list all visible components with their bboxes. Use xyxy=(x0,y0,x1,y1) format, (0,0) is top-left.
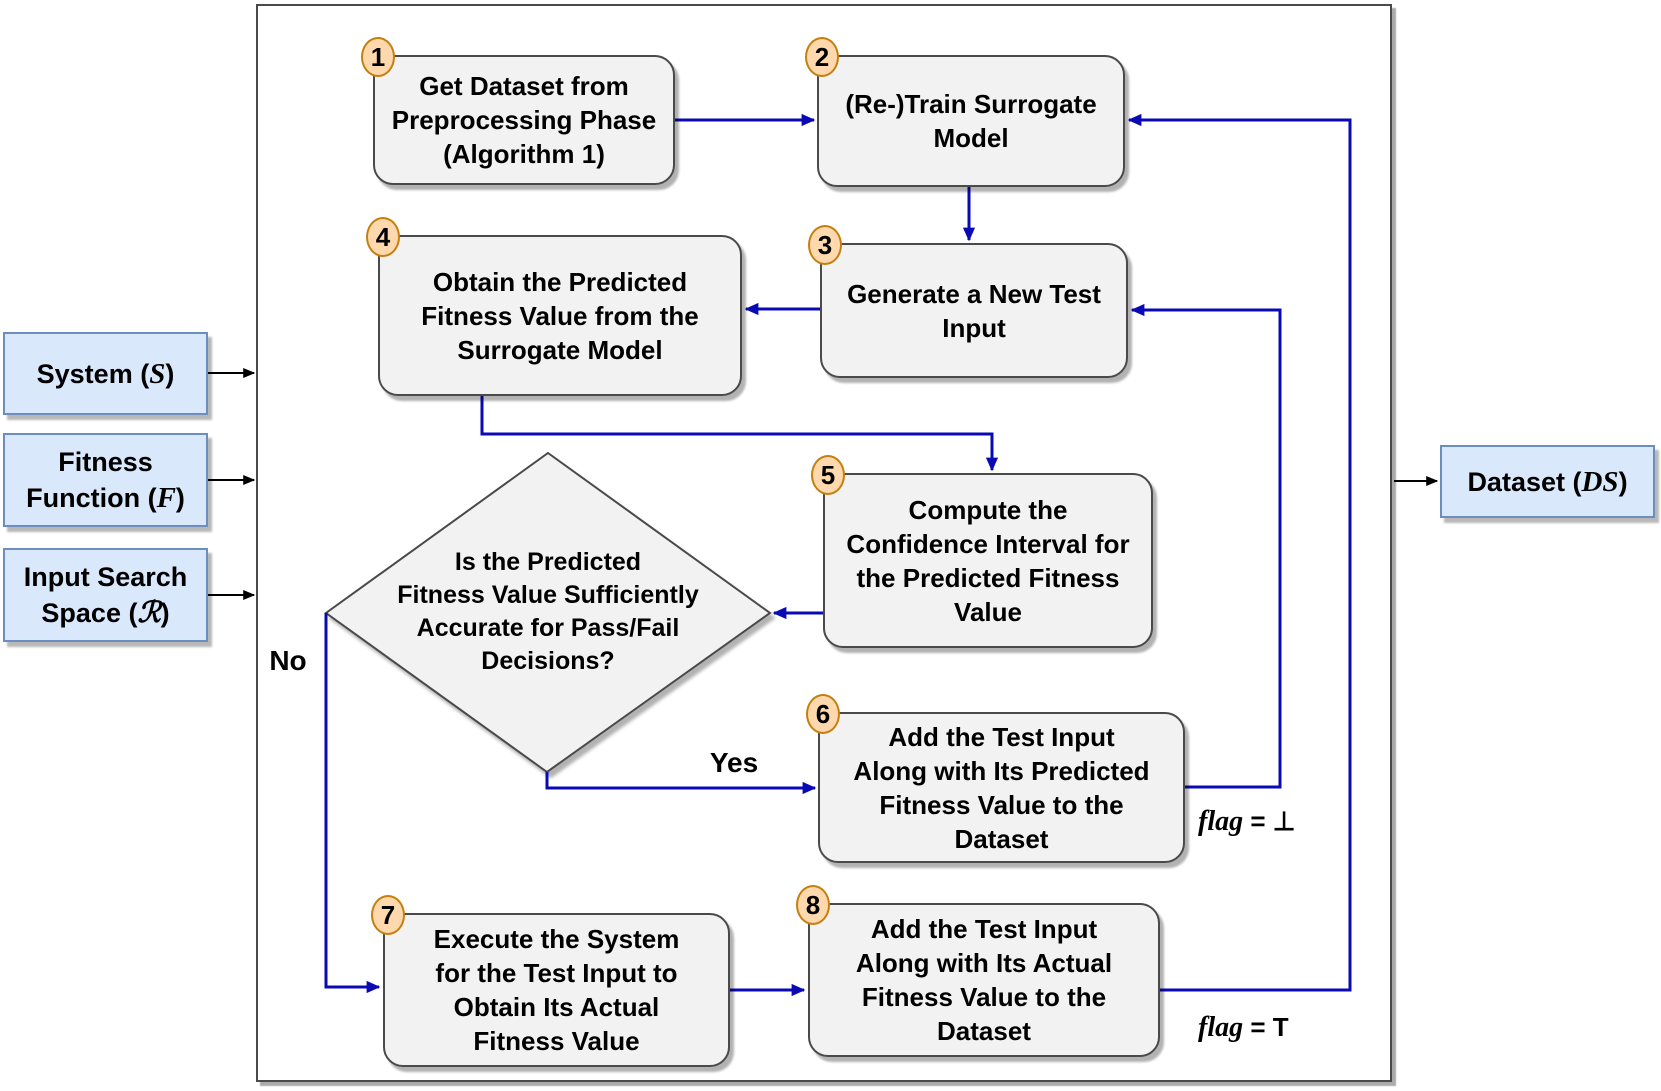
step-6-label: Add the Test Input Along with Its Predic… xyxy=(853,721,1150,854)
step-1-box: Get Dataset from Preprocessing Phase (Al… xyxy=(373,55,675,185)
step-3-box: Generate a New Test Input xyxy=(820,243,1128,378)
terminal-fitness-function: Fitness Function (F) xyxy=(3,433,208,527)
flag-predicted-label: flag = ⊥ xyxy=(1198,806,1296,837)
arrow-yes-to-step6 xyxy=(545,772,817,795)
arrow-step8-to-step2 xyxy=(1127,113,1352,992)
arrow-step6-to-step3 xyxy=(1130,303,1282,789)
edge-label-yes: Yes xyxy=(709,747,759,778)
step-2-label: (Re-)Train Surrogate Model xyxy=(845,89,1097,153)
step-3-badge: 3 xyxy=(808,225,842,265)
step-7-box: Execute the System for the Test Input to… xyxy=(383,913,730,1067)
diagram-outer-frame xyxy=(256,4,1392,1082)
step-8-badge: 8 xyxy=(796,885,830,925)
terminal-input-search-space: Input Search Space (ℛ) xyxy=(3,548,208,642)
step-5-box: Compute the Confidence Interval for the … xyxy=(823,473,1153,648)
terminal-space-label: Input Search Space (ℛ) xyxy=(23,562,188,629)
step-1-label: Get Dataset from Preprocessing Phase (Al… xyxy=(391,71,657,169)
step-2-badge: 2 xyxy=(805,37,839,77)
step-1-badge: 1 xyxy=(361,37,395,77)
step-3-label: Generate a New Test Input xyxy=(847,278,1101,343)
step-6-badge: 6 xyxy=(806,694,840,734)
flag-actual-label: flag = T xyxy=(1198,1012,1289,1043)
step-4-box: Obtain the Predicted Fitness Value from … xyxy=(378,235,742,396)
terminal-fitness-label: Fitness Function (F) xyxy=(26,447,185,514)
step-5-badge: 5 xyxy=(811,455,845,495)
step-6-box: Add the Test Input Along with Its Predic… xyxy=(818,712,1185,863)
terminal-dataset-label: Dataset (DS) xyxy=(1467,465,1628,498)
step-5-label: Compute the Confidence Interval for the … xyxy=(846,494,1130,627)
step-4-label: Obtain the Predicted Fitness Value from … xyxy=(421,266,699,365)
step-8-label: Add the Test Input Along with Its Actual… xyxy=(855,914,1113,1046)
terminal-system: System (S) xyxy=(3,332,208,415)
step-8-box: Add the Test Input Along with Its Actual… xyxy=(808,903,1160,1057)
terminal-system-label: System (S) xyxy=(36,357,175,390)
decision-text-area: Is the Predicted Fitness Value Sufficien… xyxy=(363,544,733,680)
edge-label-no: No xyxy=(269,645,307,676)
arrow-step4-to-step5 xyxy=(480,396,999,472)
step-7-badge: 7 xyxy=(371,895,405,935)
terminal-dataset: Dataset (DS) xyxy=(1440,445,1655,518)
step-2-box: (Re-)Train Surrogate Model xyxy=(817,55,1125,187)
decision-label: Is the Predicted Fitness Value Sufficien… xyxy=(397,548,699,675)
arrow-no-to-step7 xyxy=(324,613,381,994)
step-7-label: Execute the System for the Test Input to… xyxy=(433,924,680,1056)
step-4-badge: 4 xyxy=(366,217,400,257)
